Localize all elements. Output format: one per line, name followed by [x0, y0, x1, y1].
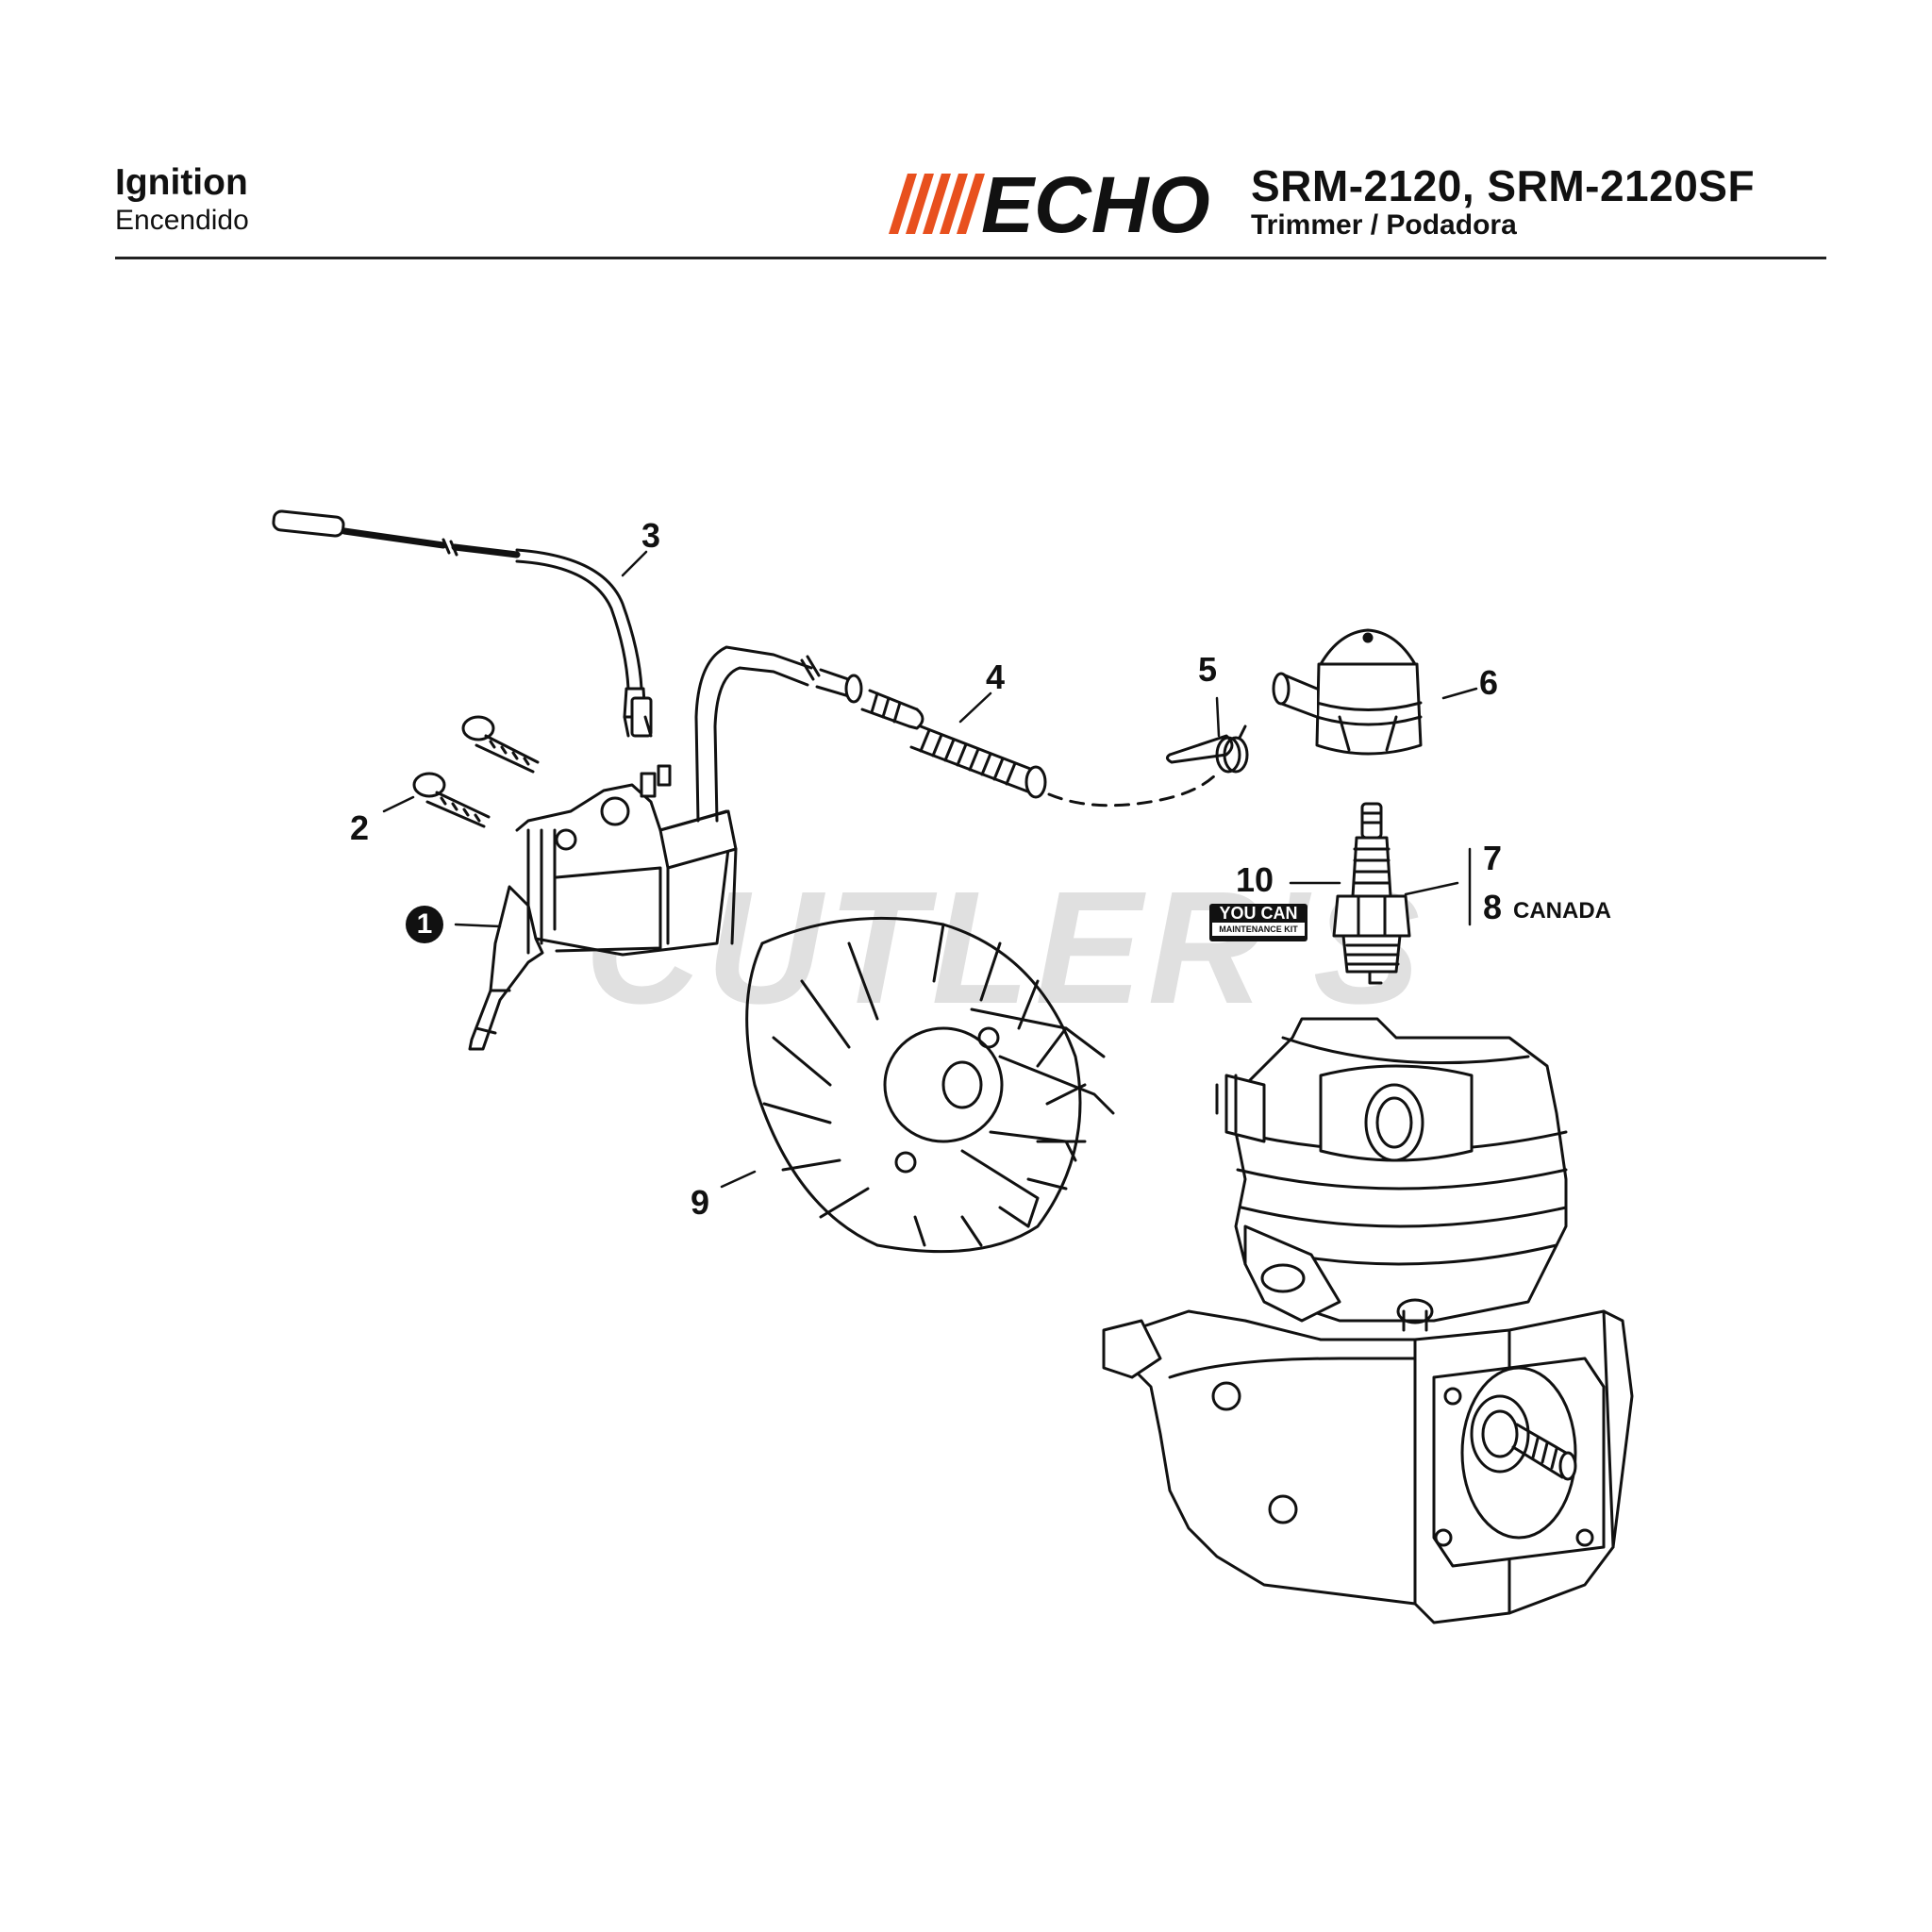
leader-2 [382, 795, 415, 813]
callout-9: 9 [691, 1183, 710, 1222]
leader-4 [958, 691, 992, 724]
spark-plug-lead [694, 645, 1219, 823]
callout-5: 5 [1198, 650, 1218, 689]
header-rule [115, 257, 1826, 259]
callout-8-note: CANADA [1513, 898, 1611, 924]
plug-cap [1272, 628, 1423, 756]
callout-3: 3 [641, 516, 661, 555]
ground-wire [272, 509, 653, 738]
leader-6 [1441, 687, 1478, 700]
leader-3 [621, 550, 648, 577]
leader-lines [382, 550, 1478, 1189]
leader-1 [454, 923, 502, 928]
ignition-coil [468, 764, 738, 1051]
leader-5 [1215, 696, 1221, 738]
logo-text: ECHO [981, 166, 1210, 242]
callout-10: 10 [1236, 860, 1274, 899]
leader-7-8 [1404, 881, 1459, 896]
page-title: Ignition [115, 162, 248, 203]
callout-1: 1 [406, 906, 443, 943]
logo-stripes [889, 174, 985, 234]
callout-2: 2 [350, 808, 370, 847]
header-left: Ignition Encendido [115, 162, 249, 238]
model-number: SRM-2120, SRM-2120SF [1251, 161, 1756, 210]
echo-logo: ECHO [889, 166, 1210, 242]
header-right: SRM-2120, SRM-2120SF Trimmer / Podadora [1251, 162, 1755, 242]
flywheel [745, 916, 1115, 1254]
kit-badge-main: YOU CAN [1219, 904, 1298, 923]
spring-clip [1165, 724, 1249, 774]
page-subtitle: Encendido [115, 205, 249, 236]
mounting-screws [412, 715, 540, 828]
product-name: Trimmer / Podadora [1251, 209, 1517, 241]
kit-badge-sub: MAINTENANCE KIT [1212, 923, 1305, 936]
leader-9 [720, 1170, 757, 1189]
callout-7: 7 [1483, 839, 1503, 877]
callout-6: 6 [1479, 663, 1499, 702]
callout-8: 8 [1483, 888, 1503, 926]
callout-4: 4 [986, 658, 1006, 696]
maintenance-kit-badge: YOU CAN MAINTENANCE KIT [1209, 904, 1307, 941]
engine-block [1102, 1017, 1634, 1624]
spark-plug [1332, 802, 1411, 985]
